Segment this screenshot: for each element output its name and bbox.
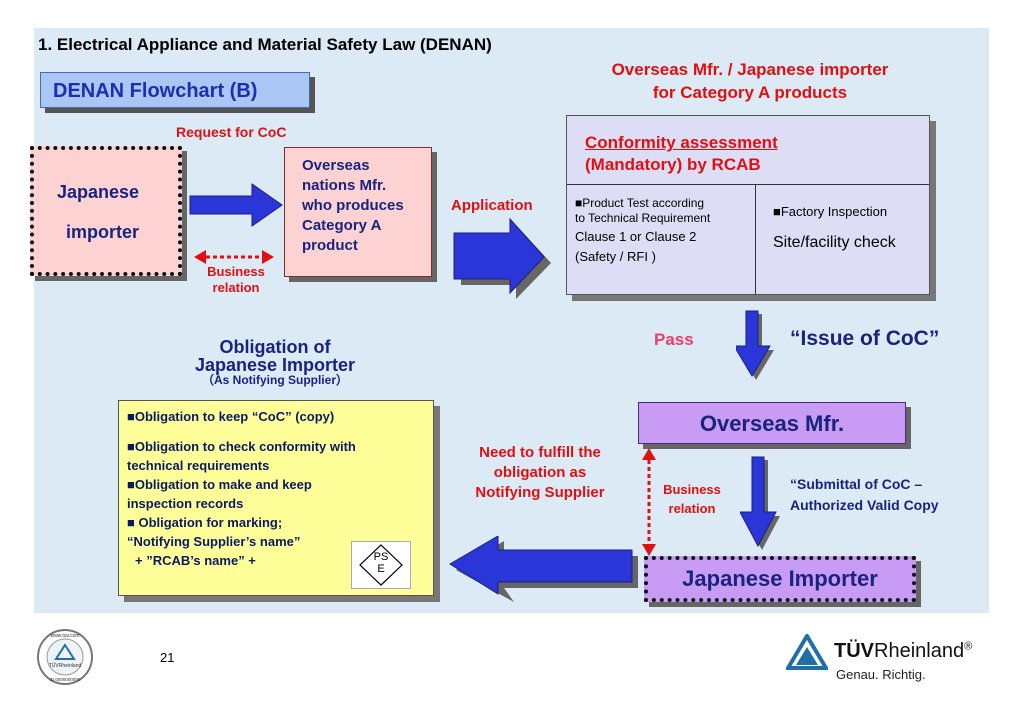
request-for-coc-label: Request for CoC	[176, 124, 287, 140]
tuv-seal-icon: TÜVRheinland www.tuv.com ID 0000000000	[37, 629, 93, 685]
business-relation-arrow-icon	[194, 250, 274, 264]
arrow-right-icon	[189, 183, 283, 227]
overseas-nations-line-4: Category A	[302, 217, 382, 234]
brand-name-rest: Rheinland	[874, 640, 965, 662]
flowchart-title: DENAN Flowchart (B)	[40, 72, 310, 108]
pse-mark-text: PS E	[372, 551, 390, 575]
obligation-item-4c: + ”RCAB’s name” +	[135, 553, 256, 568]
obligation-heading-line-2: Japanese Importer	[194, 355, 356, 375]
seal-inner-text: TÜVRheinland	[49, 662, 82, 669]
brand-name-bold: TÜV	[834, 640, 874, 662]
overseas-nations-mfr-text: Overseas nations Mfr. who produces Categ…	[302, 156, 431, 256]
japanese-importer-text-2: importer	[66, 222, 140, 242]
need-to-fulfill-line-1: Need to fulfill the	[479, 444, 601, 461]
overseas-mfr-box: Overseas Mfr.	[638, 402, 906, 444]
business-relation-bottom-line-2: relation	[668, 501, 716, 516]
business-relation-top-line-2: relation	[212, 280, 260, 295]
obligation-heading: Obligation of Japanese Importer （As Noti…	[140, 338, 410, 386]
submittal-label: “Submittal of CoC – Authorized Valid Cop…	[790, 474, 939, 516]
overseas-nations-mfr-box: Overseas nations Mfr. who produces Categ…	[284, 147, 432, 277]
conformity-column-divider	[755, 184, 756, 294]
pass-down-arrow-icon	[736, 310, 774, 380]
conformity-heading: Conformity assessment (Mandatory) by RCA…	[585, 132, 778, 176]
overseas-nations-line-3: who produces	[302, 197, 404, 214]
japanese-importer-bottom-box: Japanese Importer	[644, 556, 916, 602]
need-to-fulfill-label: Need to fulfill the obligation as Notify…	[455, 443, 625, 503]
conformity-line-2: (Mandatory) by RCAB	[585, 155, 761, 174]
conformity-divider	[567, 184, 929, 185]
submittal-line-2: Authorized Valid Copy	[790, 497, 939, 513]
seal-id-text: ID 0000000000	[50, 677, 81, 682]
conformity-line-1: Conformity assessment	[585, 133, 778, 152]
obligation-item-1: ■Obligation to keep “CoC” (copy)	[127, 409, 335, 424]
product-test-line-1: ■Product Test according	[575, 196, 705, 210]
business-relation-top-line-1: Business	[207, 264, 265, 279]
issue-coc-label: “Issue of CoC”	[790, 327, 940, 350]
seal-url-text: www.tuv.com	[50, 633, 79, 639]
pass-label: Pass	[654, 330, 694, 349]
pse-mark-line-2: E	[377, 563, 385, 575]
obligation-item-4b: “Notifying Supplier’s name”	[127, 534, 301, 549]
application-label: Application	[451, 197, 533, 214]
overseas-nations-line-2: nations Mfr.	[302, 177, 387, 194]
brand-tagline: Genau. Richtig.	[836, 667, 926, 682]
obligation-item-3b: inspection records	[127, 496, 244, 511]
business-relation-top-label: Business relation	[196, 264, 276, 296]
overseas-nations-line-5: product	[302, 237, 358, 254]
left-arrow-icon	[449, 536, 638, 602]
overseas-header-line-1: Overseas Mfr. / Japanese importer	[611, 60, 889, 79]
obligation-item-2b: technical requirements	[127, 458, 270, 473]
pse-diamond-icon	[359, 544, 403, 586]
product-test-line-2: to Technical Requirement	[575, 211, 711, 225]
brand-reg: ®	[964, 640, 973, 653]
need-to-fulfill-line-3: Notifying Supplier	[475, 484, 605, 501]
factory-inspection-text: ■Factory Inspection	[773, 204, 888, 219]
business-relation-vertical-arrow-icon	[642, 448, 656, 556]
japanese-importer-box: Japanese importer	[30, 146, 182, 276]
business-relation-bottom-label: Business relation	[652, 480, 732, 518]
product-test-text: ■Product Test according to Technical Req…	[575, 196, 755, 267]
business-relation-bottom-line-1: Business	[663, 482, 721, 497]
conformity-assessment-box: Conformity assessment (Mandatory) by RCA…	[566, 115, 930, 295]
overseas-header: Overseas Mfr. / Japanese importer for Ca…	[560, 58, 940, 104]
product-test-line-4: (Safety / RFI )	[575, 249, 656, 264]
application-arrow-icon	[453, 218, 551, 299]
obligations-box: ■Obligation to keep “CoC” (copy) ■Obliga…	[118, 400, 434, 596]
product-test-line-3: Clause 1 or Clause 2	[575, 229, 697, 244]
brand-name: TÜVRheinland®	[834, 640, 972, 663]
need-to-fulfill-line-2: obligation as	[493, 464, 587, 481]
obligation-heading-line-1: Obligation of	[219, 337, 331, 357]
overseas-nations-line-1: Overseas	[302, 157, 370, 174]
site-check-text: Site/facility check	[773, 234, 896, 251]
submittal-line-1: “Submittal of CoC –	[790, 476, 923, 492]
obligation-item-3: ■Obligation to make and keep	[127, 477, 312, 492]
obligation-item-2: ■Obligation to check conformity with	[127, 439, 356, 454]
overseas-header-line-2: for Category A products	[652, 83, 848, 102]
page-title: 1. Electrical Appliance and Material Saf…	[38, 35, 492, 54]
obligation-heading-line-3: （As Notifying Supplier）	[201, 373, 348, 387]
japanese-importer-text-1: Japanese	[57, 182, 140, 202]
pse-mark-line-1: PS	[373, 551, 389, 563]
tuv-triangle-icon	[786, 634, 828, 670]
page-number: 21	[160, 650, 175, 665]
obligation-item-4: ■ Obligation for marking;	[127, 515, 283, 530]
submittal-down-arrow-icon	[740, 456, 780, 550]
pse-mark-icon: PS E	[351, 541, 411, 589]
